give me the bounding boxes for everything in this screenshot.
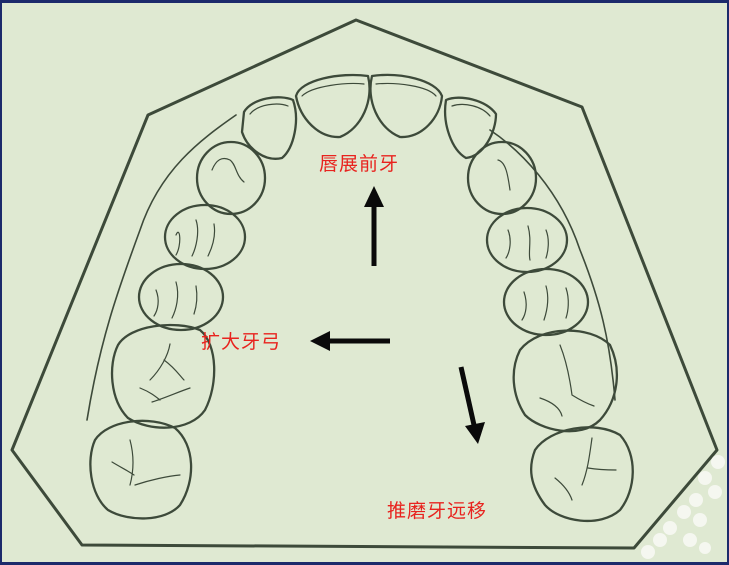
arrow-left-icon [310, 331, 390, 351]
tooth-lateral-left [240, 96, 298, 160]
label-distalize-molars: 推磨牙远移 [387, 500, 488, 522]
tooth-premolar2-right [502, 267, 590, 337]
gingiva-left [86, 114, 237, 421]
label-front-teeth: 唇展前牙 [319, 153, 400, 175]
tooth-molar2-right [529, 426, 634, 523]
tooth-central-left [294, 73, 371, 139]
dental-arch-drawing [10, 18, 725, 559]
tooth-premolar2-left [137, 262, 225, 332]
corner-decoration [641, 455, 725, 559]
label-expand-arch: 扩大牙弓 [201, 331, 282, 353]
cast-outline [10, 18, 719, 550]
tooth-premolar1-left [163, 203, 247, 271]
tooth-central-right [369, 73, 444, 139]
tooth-molar1-left [110, 323, 216, 429]
tooth-premolar1-right [485, 206, 569, 274]
gingiva-right [489, 129, 616, 401]
arrow-down-icon [458, 366, 485, 444]
arrow-up-icon [364, 186, 384, 266]
tooth-lateral-right [444, 96, 498, 160]
diagram-canvas: 唇展前牙 扩大牙弓 推磨牙远移 [2, 3, 727, 562]
tooth-molar1-right [512, 329, 618, 433]
tooth-canine-right [466, 140, 538, 216]
tooth-molar2-left [89, 419, 193, 520]
tooth-canine-left [195, 140, 267, 216]
